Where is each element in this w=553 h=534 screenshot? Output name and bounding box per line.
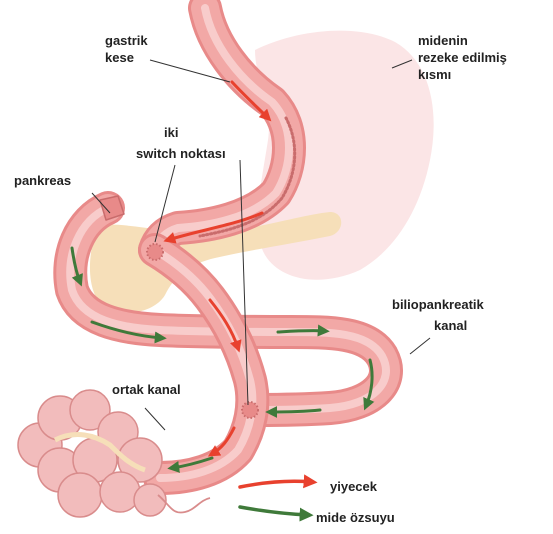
label-common-channel: ortak kanal xyxy=(112,382,181,397)
switch-point-upper xyxy=(147,244,163,260)
label-resected-stomach: midenin rezeke edilmiş kısmı xyxy=(418,33,511,82)
switch-point-lower xyxy=(242,402,258,418)
colon xyxy=(18,390,166,517)
label-switch-points: iki switch noktası xyxy=(136,125,226,161)
label-pancreas: pankreas xyxy=(14,173,71,188)
legend-food-arrow xyxy=(240,481,312,487)
legend: yiyecek mide özsuyu xyxy=(240,479,395,525)
legend-juice-arrow xyxy=(240,507,308,515)
label-gastric-pouch: gastrik kese xyxy=(105,33,151,65)
label-biliopancreatic-limb: biliopankreatik kanal xyxy=(392,297,487,333)
legend-juice-label: mide özsuyu xyxy=(316,510,395,525)
legend-food-label: yiyecek xyxy=(330,479,378,494)
